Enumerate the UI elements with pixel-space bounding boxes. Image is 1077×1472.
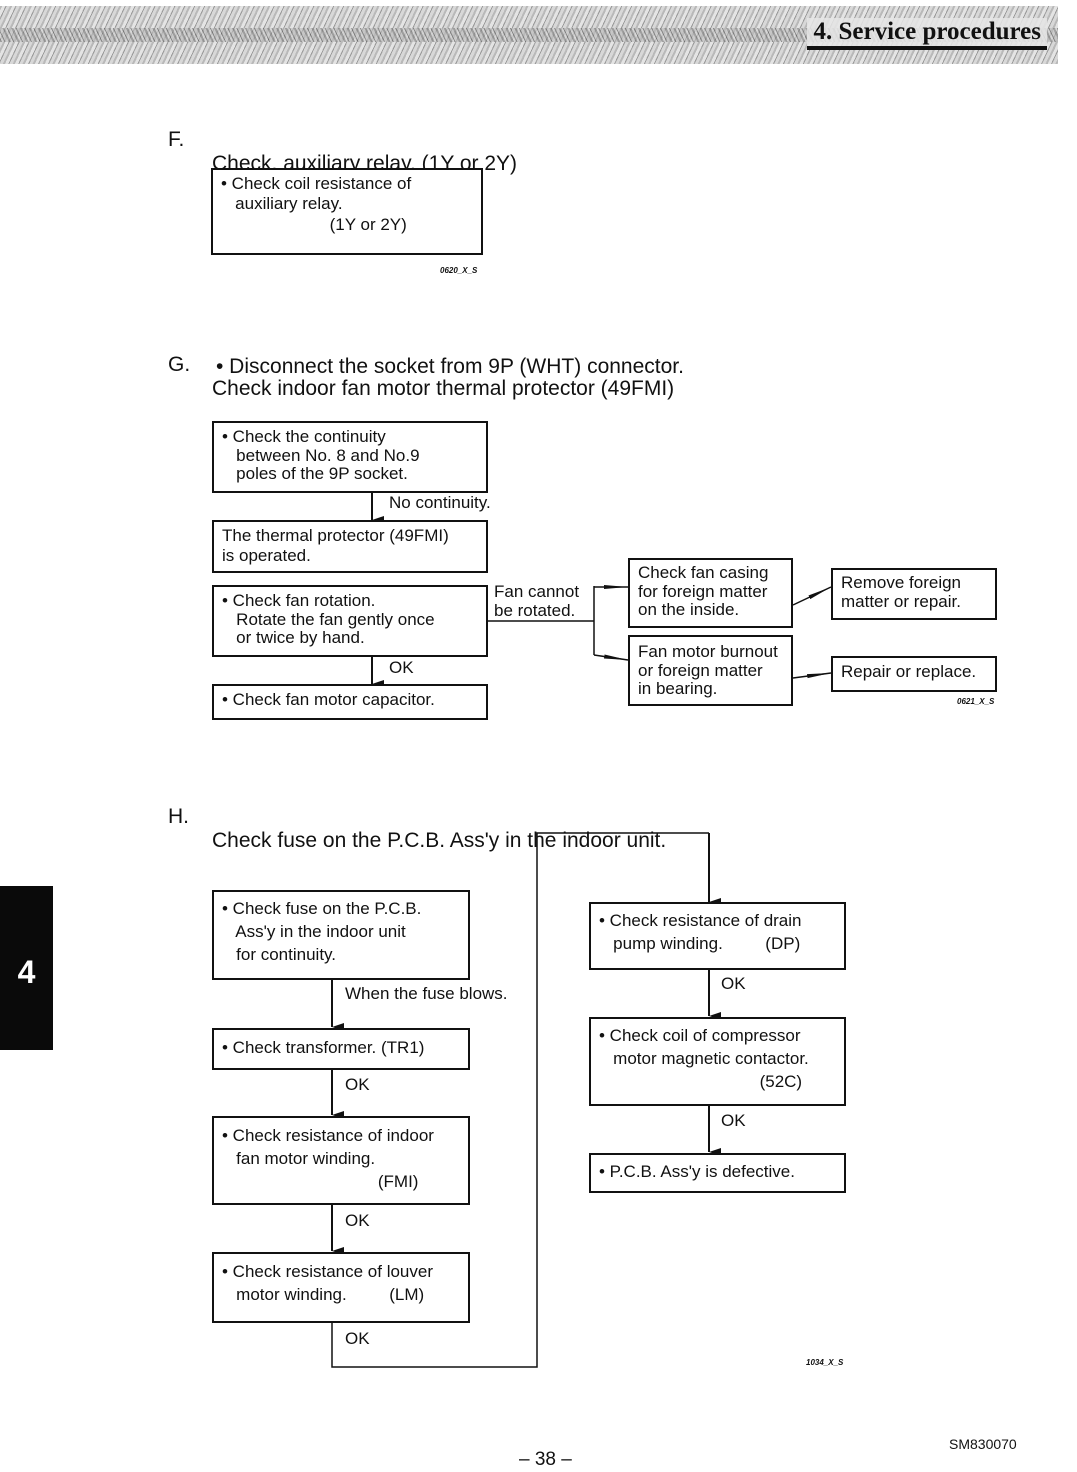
figure-code-h: 1034_X_S: [806, 1358, 844, 1367]
figure-code-f: 0620_X_S: [440, 266, 478, 275]
box-check-drain-pump: • Check resistance of drain pump winding…: [589, 902, 846, 970]
box-check-fan-rotation: • Check fan rotation. Rotate the fan gen…: [212, 585, 488, 657]
arrow-casing-to-remove: [792, 586, 832, 606]
chapter-tab: 4: [0, 886, 53, 1050]
box-check-louver-winding: • Check resistance of louver motor windi…: [212, 1252, 470, 1323]
page-header-title: 4. Service procedures: [807, 18, 1047, 50]
box-pcb-defective: • P.C.B. Ass'y is defective.: [589, 1153, 846, 1193]
label-ok-drain: OK: [721, 974, 746, 993]
page-number: – 38 –: [519, 1449, 572, 1470]
header-title-underline: [807, 46, 1047, 50]
label-when-fuse-blows: When the fuse blows.: [345, 984, 508, 1003]
section-h-heading: H. Check fuse on the P.C.B. Ass'y in the…: [168, 781, 666, 853]
box-check-fan-casing: Check fan casing for foreign matter on t…: [628, 558, 793, 628]
box-check-fuse: • Check fuse on the P.C.B. Ass'y in the …: [212, 890, 470, 980]
section-g-letter: G.: [168, 353, 191, 377]
header-title-text: 4. Service procedures: [813, 18, 1041, 45]
box-check-fan-capacitor: • Check fan motor capacitor.: [212, 684, 488, 720]
chapter-tab-label: 4: [17, 954, 36, 990]
box-check-coil-resistance: • Check coil resistance of auxiliary rel…: [211, 168, 483, 255]
section-g-title: Check indoor fan motor thermal protector…: [212, 377, 675, 401]
arrow-to-burnout: [593, 654, 629, 661]
box-fan-motor-burnout: Fan motor burnout or foreign matter in b…: [628, 635, 793, 706]
document-id: SM830070: [949, 1436, 1017, 1452]
label-no-continuity: No continuity.: [389, 493, 491, 512]
box-remove-foreign-matter: Remove foreign matter or repair.: [831, 568, 997, 620]
box-check-continuity: • Check the continuity between No. 8 and…: [212, 421, 488, 493]
line-louver-loop: [331, 832, 709, 1368]
box-check-transformer: • Check transformer. (TR1): [212, 1028, 470, 1070]
label-ok-fan-winding: OK: [345, 1211, 370, 1230]
arrow-burnout-to-repair: [792, 672, 832, 679]
box-thermal-protector-operated: The thermal protector (49FMI) is operate…: [212, 520, 488, 573]
box-repair-or-replace: Repair or replace.: [831, 656, 997, 692]
section-h-letter: H.: [168, 805, 189, 829]
section-g-heading: G. Check indoor fan motor thermal protec…: [168, 329, 674, 401]
figure-code-g: 0621_X_S: [957, 697, 995, 706]
label-ok-rotation: OK: [389, 658, 414, 677]
section-h-title: Check fuse on the P.C.B. Ass'y in the in…: [212, 829, 667, 853]
section-g-subtitle: • Disconnect the socket from 9P (WHT) co…: [216, 355, 684, 378]
box-check-fan-motor-winding: • Check resistance of indoor fan motor w…: [212, 1116, 470, 1205]
section-f-heading: F. Check. auxiliary relay. (1Y or 2Y): [168, 104, 517, 176]
label-ok-transformer: OK: [345, 1075, 370, 1094]
label-ok-compressor: OK: [721, 1111, 746, 1130]
label-fan-cannot-rotate: Fan cannot be rotated.: [494, 582, 580, 620]
label-ok-louver: OK: [345, 1329, 370, 1348]
section-f-letter: F.: [168, 128, 185, 152]
box-check-compressor-contactor: • Check coil of compressor motor magneti…: [589, 1017, 846, 1106]
